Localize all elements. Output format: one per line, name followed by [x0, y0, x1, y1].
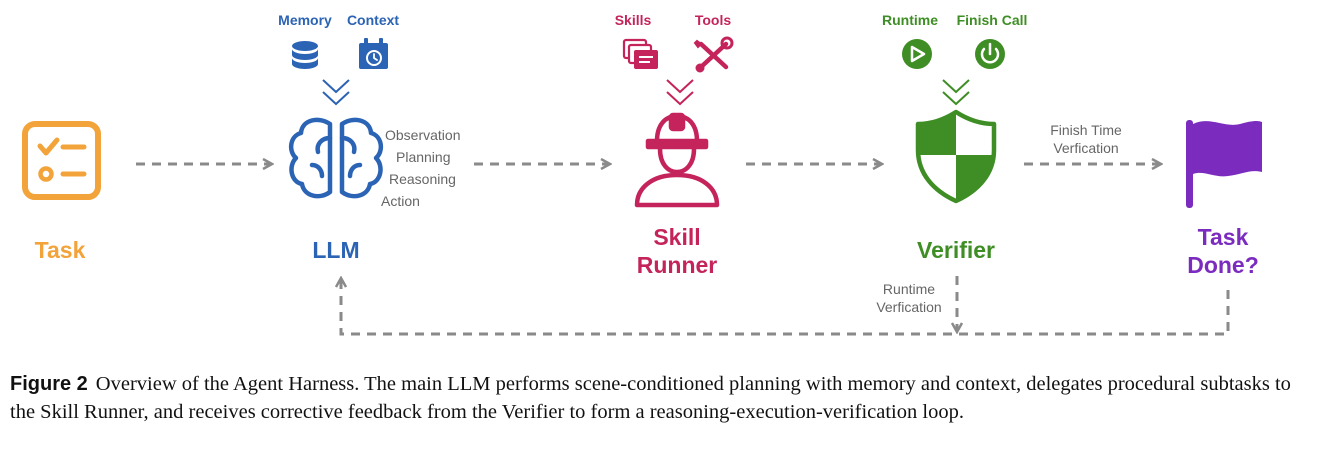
task-done-node: Task Done? [1186, 120, 1262, 278]
task-done-label-line2: Done? [1187, 252, 1259, 278]
shield-icon [915, 109, 997, 204]
runtime-input-label: Runtime [882, 12, 938, 28]
input-chevron-icon [666, 79, 694, 106]
stacked-cards-icon [622, 38, 658, 69]
finish-time-label-line2: Verfication [1053, 140, 1118, 156]
input-chevron-icon [942, 79, 970, 106]
tools-icon [693, 36, 734, 73]
context-label: Context [347, 12, 399, 28]
memory-label: Memory [278, 12, 332, 28]
task-label: Task [35, 237, 86, 263]
agent-harness-diagram: Task Memory Context Observation [22, 12, 1262, 336]
worker-helmet-icon [634, 112, 720, 208]
task-done-label-line1: Task [1198, 224, 1249, 250]
calendar-clock-icon [359, 38, 388, 69]
task-node: Task [22, 121, 101, 263]
play-icon [902, 39, 932, 69]
verifier-label: Verifier [917, 237, 995, 263]
checklist-icon [22, 121, 101, 200]
power-icon [975, 39, 1005, 69]
figure-number: Figure 2 [10, 373, 88, 395]
database-icon [292, 41, 318, 69]
brain-icon [288, 117, 384, 199]
step-planning: Planning [396, 149, 451, 165]
runtime-verification-label-line2: Verfication [876, 299, 941, 315]
finish-call-label: Finish Call [957, 12, 1028, 28]
tools-label: Tools [695, 12, 732, 28]
flag-icon [1186, 120, 1262, 208]
finish-time-label-line1: Finish Time [1050, 122, 1122, 138]
runtime-verification-label-line1: Runtime [883, 281, 935, 297]
feedback-loop: Runtime Verfication [341, 276, 1230, 336]
llm-label: LLM [312, 237, 359, 263]
skills-label: Skills [615, 12, 652, 28]
verifier-node: Runtime Finish Call Verifier [882, 12, 1027, 263]
loop-return-path [341, 279, 1230, 336]
skill-runner-label-line1: Skill [653, 224, 700, 250]
caption-text: Overview of the Agent Harness. The main … [10, 373, 1291, 423]
step-reasoning: Reasoning [389, 171, 456, 187]
skill-runner-label-line2: Runner [637, 252, 718, 278]
step-action: Action [381, 193, 420, 209]
step-observation: Observation [385, 127, 460, 143]
skill-runner-node: Skills Tools Skill Runner [615, 12, 734, 278]
input-chevron-icon [322, 79, 350, 106]
llm-node: Memory Context Observation Planning Reas… [278, 12, 460, 263]
